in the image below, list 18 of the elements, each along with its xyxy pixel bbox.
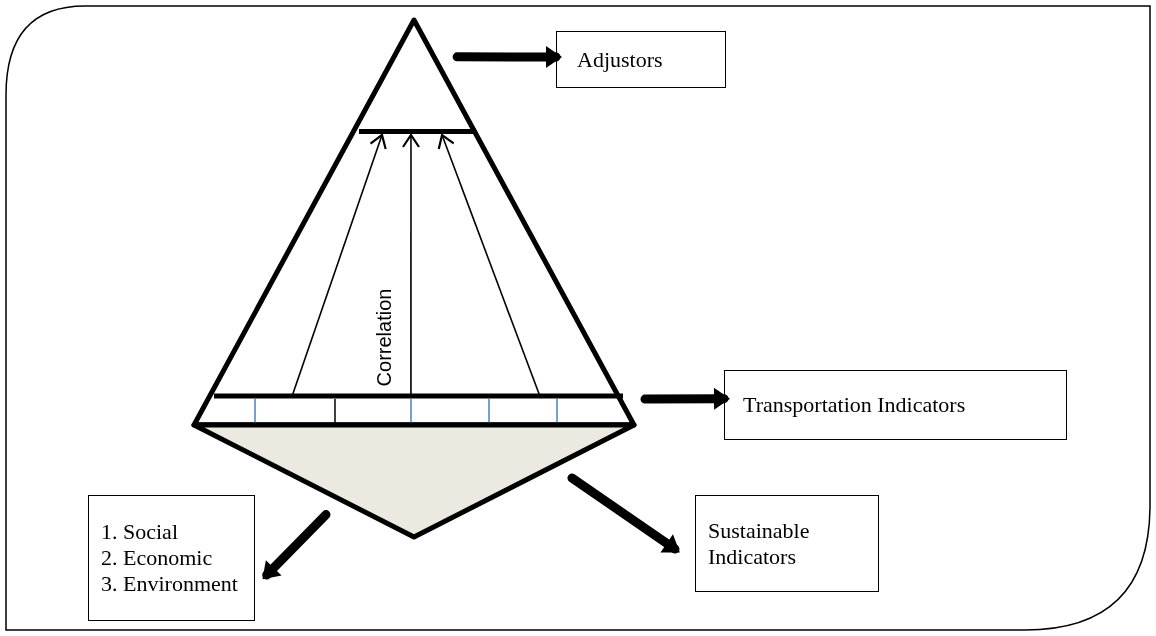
arrow	[452, 46, 562, 68]
text-box	[695, 495, 879, 592]
text-box	[724, 370, 1067, 440]
list-item: 2. Economic	[101, 545, 214, 571]
box-label: Sustainable Indicators	[708, 517, 811, 570]
text-box	[556, 31, 726, 88]
box-label: Adjustors	[577, 46, 664, 73]
arrow	[291, 133, 387, 397]
arrow	[401, 133, 421, 397]
list-item: 1. Social	[101, 519, 179, 545]
list-item: 3. Environment	[101, 571, 239, 597]
edge-label: Correlation	[373, 288, 397, 387]
arrow	[567, 473, 680, 554]
text-box	[88, 495, 255, 621]
arrow	[262, 510, 331, 580]
arrow	[640, 387, 730, 410]
arrow	[437, 133, 541, 397]
box-label: Transportation Indicators	[743, 392, 967, 418]
